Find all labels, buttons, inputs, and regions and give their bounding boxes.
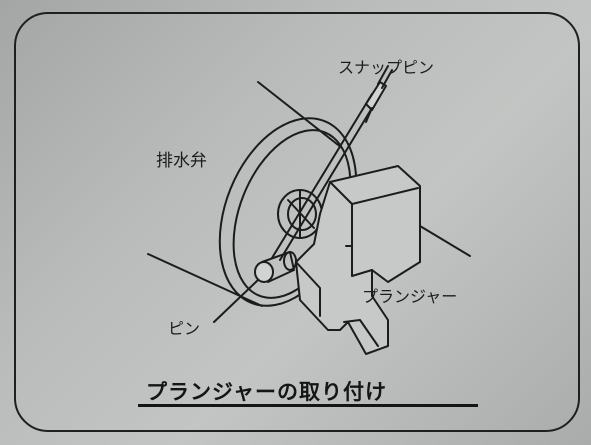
pin xyxy=(213,251,297,323)
snap-pin xyxy=(271,65,393,261)
pin-label: ピン xyxy=(168,319,201,338)
diagram-caption: プランジャーの取り付け xyxy=(146,380,387,404)
upper-guide-line xyxy=(257,81,343,149)
drain-valve-label: 排水弁 xyxy=(156,151,207,171)
rounded-frame xyxy=(14,12,580,432)
caption-underline xyxy=(138,404,478,407)
plunger-label: プランジャー xyxy=(362,287,458,306)
plunger-guide-line xyxy=(419,225,471,257)
snap-pin-label: スナップピン xyxy=(338,58,435,77)
lower-guide-line xyxy=(147,253,263,307)
plunger-block xyxy=(295,165,421,355)
